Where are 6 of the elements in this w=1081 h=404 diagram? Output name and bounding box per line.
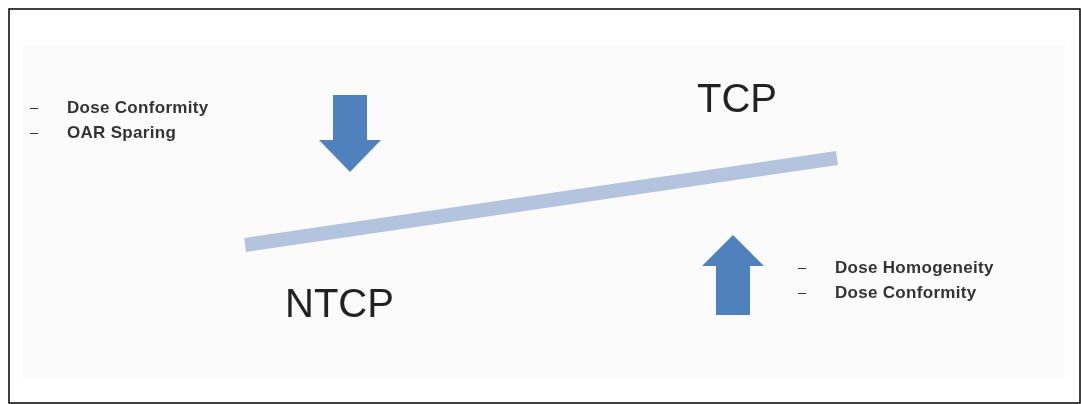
bullet-item: OAR Sparing	[67, 123, 177, 143]
bullet-item: Dose Homogeneity	[835, 258, 994, 278]
bullet-item: Dose Conformity	[67, 98, 209, 118]
probability-label: TCP	[697, 76, 777, 121]
probability-label: NTCP	[285, 281, 394, 326]
bullet-item: Dose Conformity	[835, 283, 977, 303]
